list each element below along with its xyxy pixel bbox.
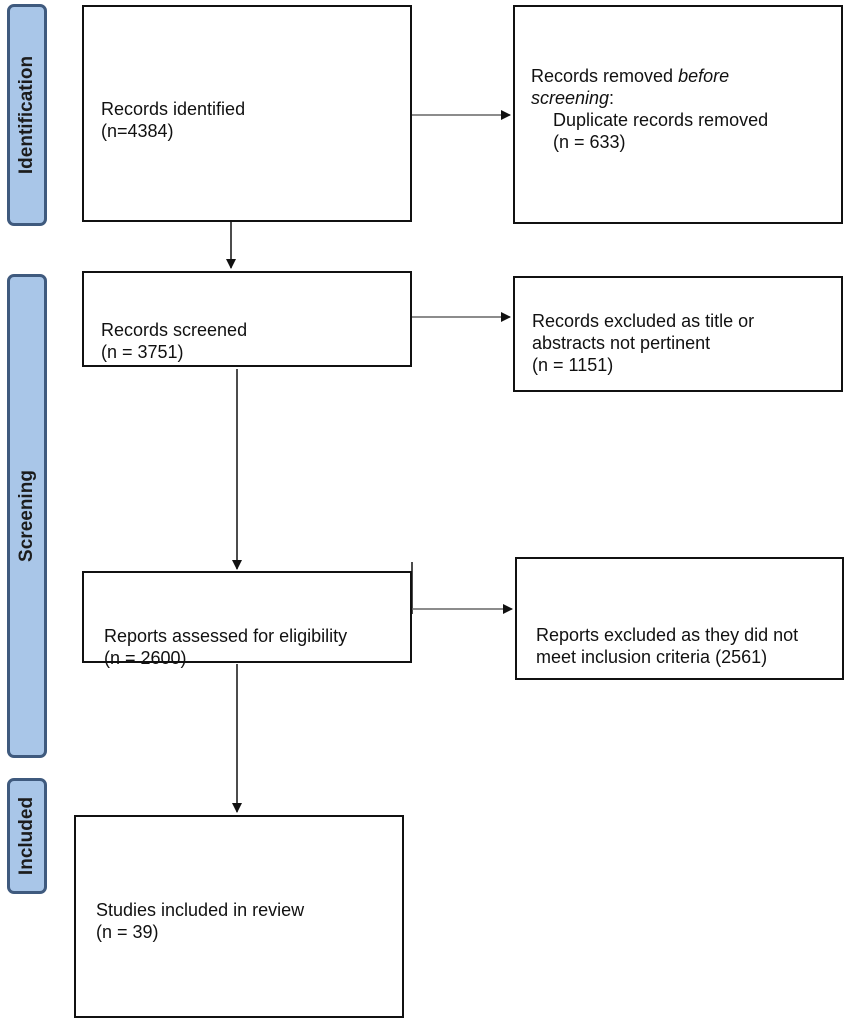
records-identified-count: (n=4384) xyxy=(101,121,174,141)
duplicate-records-label: Duplicate records removed xyxy=(553,110,769,130)
records-removed-text: Records removed before screening: Duplic… xyxy=(531,65,768,153)
phase-identification: Identification xyxy=(7,4,47,226)
reports-assessed-text: Reports assessed for eligibility (n = 26… xyxy=(104,625,347,669)
records-screened-count: (n = 3751) xyxy=(101,342,184,362)
records-identified-text: Records identified (n=4384) xyxy=(101,98,245,142)
studies-included-count: (n = 39) xyxy=(96,922,159,942)
studies-included-box: Studies included in review (n = 39) xyxy=(74,815,404,1018)
duplicate-records-count: (n = 633) xyxy=(553,132,626,152)
records-screened-label: Records screened xyxy=(101,320,248,340)
phase-screening: Screening xyxy=(7,274,47,758)
records-excluded-line2: abstracts not pertinent xyxy=(532,333,711,353)
records-removed-box: Records removed before screening: Duplic… xyxy=(513,5,843,224)
phase-included: Included xyxy=(7,778,47,894)
reports-assessed-box: Reports assessed for eligibility (n = 26… xyxy=(82,571,412,668)
reports-excluded-box: Reports excluded as they did not meet in… xyxy=(515,557,844,680)
records-excluded-count: (n = 1151) xyxy=(532,355,614,375)
records-screened-text: Records screened (n = 3751) xyxy=(101,319,247,363)
records-removed-line2: screening: xyxy=(531,88,615,108)
reports-assessed-label: Reports assessed for eligibility xyxy=(104,626,348,646)
records-excluded-text: Records excluded as title or abstracts n… xyxy=(532,310,754,376)
records-removed-line1: Records removed before xyxy=(531,66,730,86)
reports-excluded-line2: meet inclusion criteria (2561) xyxy=(536,647,768,667)
records-excluded-box: Records excluded as title or abstracts n… xyxy=(513,276,843,392)
studies-included-text: Studies included in review (n = 39) xyxy=(96,899,304,943)
records-screened-box: Records screened (n = 3751) xyxy=(82,271,412,367)
records-identified-box: Records identified (n=4384) xyxy=(82,5,412,222)
records-identified-label: Records identified xyxy=(101,99,246,119)
records-excluded-line1: Records excluded as title or xyxy=(532,311,755,331)
reports-excluded-text: Reports excluded as they did not meet in… xyxy=(536,624,798,668)
studies-included-label: Studies included in review xyxy=(96,900,305,920)
reports-excluded-line1: Reports excluded as they did not xyxy=(536,625,799,645)
reports-assessed-count: (n = 2600) xyxy=(104,648,187,668)
